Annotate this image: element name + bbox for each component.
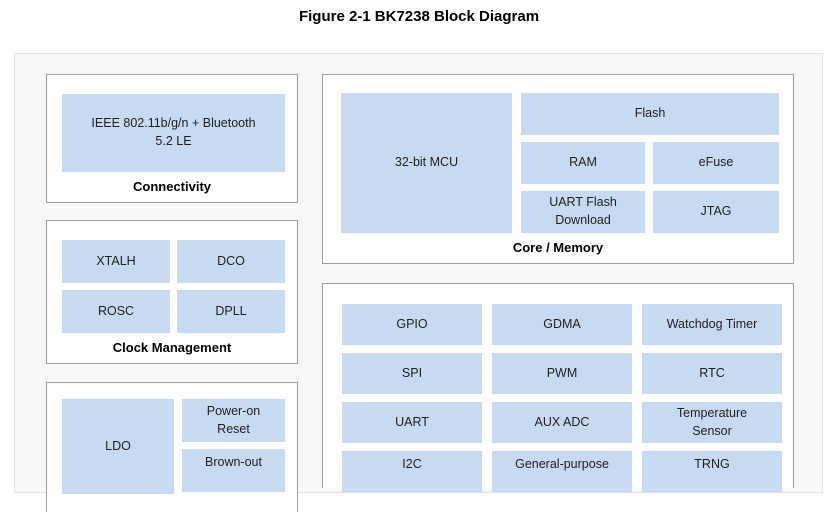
section-label-connectivity: Connectivity (132, 179, 211, 194)
section-power: LDO Power-on Reset Brown-out (46, 382, 298, 512)
block-spi: SPI (342, 353, 482, 394)
block-dco: DCO (177, 240, 285, 283)
block-rtc: RTC (642, 353, 782, 394)
block-general-purpose-timer: General-purpose (492, 451, 632, 492)
section-core-memory: 32-bit MCU Flash RAM eFuse UART Flash Do… (322, 74, 794, 264)
block-temperature-sensor: Temperature Sensor (642, 402, 782, 443)
block-32bit-mcu: 32-bit MCU (341, 93, 512, 233)
block-aux-adc: AUX ADC (492, 402, 632, 443)
section-clock-management: XTALH DCO ROSC DPLL Clock Management (46, 220, 298, 364)
block-gdma: GDMA (492, 304, 632, 345)
diagram-canvas: IEEE 802.11b/g/n + Bluetooth 5.2 LE Conn… (14, 53, 823, 512)
block-uart-flash-download: UART Flash Download (521, 191, 645, 233)
block-flash: Flash (521, 93, 779, 135)
section-label-core-memory: Core / Memory (512, 240, 604, 255)
block-xtalh: XTALH (62, 240, 170, 283)
block-wifi-bluetooth: IEEE 802.11b/g/n + Bluetooth 5.2 LE (62, 94, 285, 172)
peripheral-block-grid: GPIO GDMA Watchdog Timer SPI PWM RTC UAR… (342, 304, 782, 492)
block-jtag: JTAG (653, 191, 779, 233)
block-rosc: ROSC (62, 290, 170, 333)
block-watchdog-timer: Watchdog Timer (642, 304, 782, 345)
section-label-clock-management: Clock Management (112, 340, 232, 355)
block-dpll: DPLL (177, 290, 285, 333)
block-ldo: LDO (62, 399, 174, 494)
section-connectivity: IEEE 802.11b/g/n + Bluetooth 5.2 LE Conn… (46, 74, 298, 203)
clock-block-grid: XTALH DCO ROSC DPLL (62, 240, 285, 333)
block-uart: UART (342, 402, 482, 443)
block-trng: TRNG (642, 451, 782, 492)
block-i2c: I2C (342, 451, 482, 492)
section-peripherals: GPIO GDMA Watchdog Timer SPI PWM RTC UAR… (322, 283, 794, 492)
block-pwm: PWM (492, 353, 632, 394)
block-gpio: GPIO (342, 304, 482, 345)
block-power-on-reset: Power-on Reset (182, 399, 285, 442)
block-ram: RAM (521, 142, 645, 184)
block-efuse: eFuse (653, 142, 779, 184)
figure-title: Figure 2-1 BK7238 Block Diagram (298, 8, 540, 25)
